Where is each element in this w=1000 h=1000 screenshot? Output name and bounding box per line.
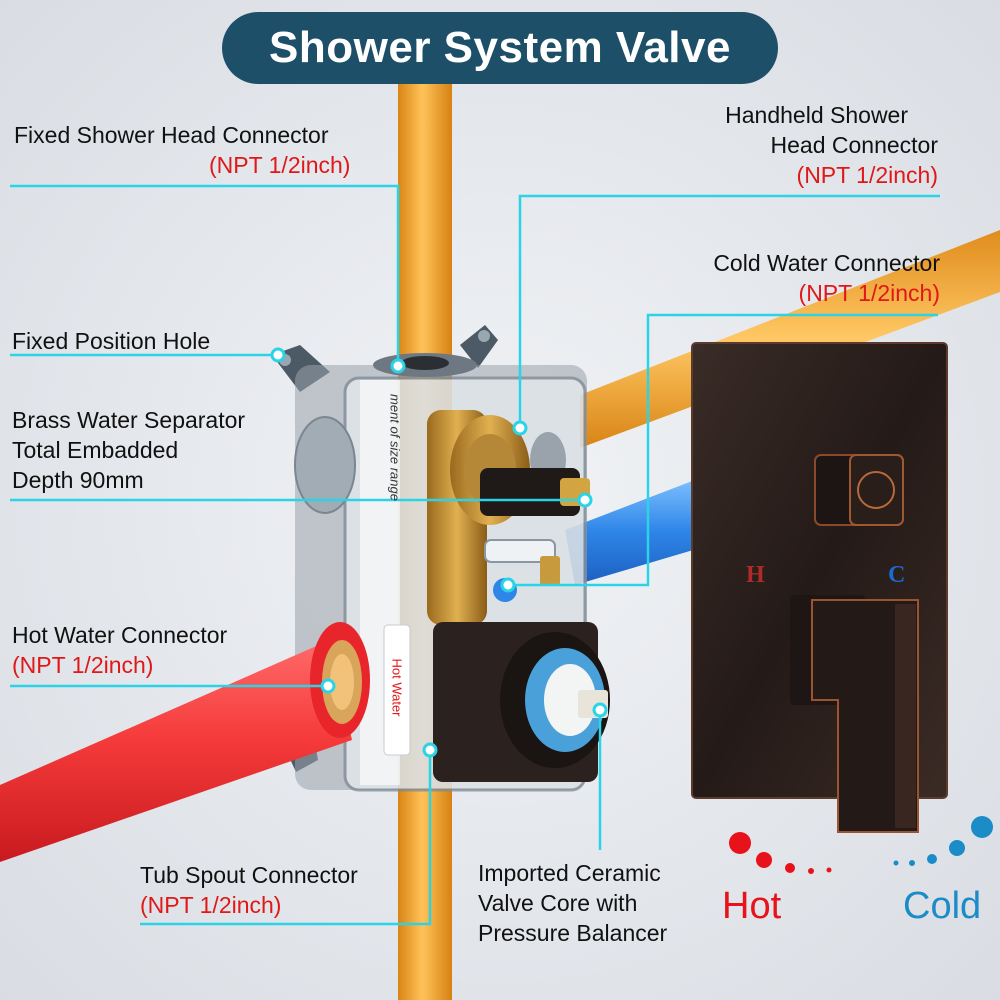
hot-pipe [0, 640, 352, 862]
label-handheld-line2: Head Connector [770, 132, 939, 158]
label-fixed-shower-head-name: Fixed Shower Head Connector [14, 122, 329, 148]
title-text: Shower System Valve [269, 23, 731, 72]
label-ceramic-line1: Imported Ceramic [478, 860, 661, 886]
label-brass-line1: Brass Water Separator [12, 407, 246, 433]
leader-tub [140, 750, 432, 926]
label-tub-spout: Tub Spout Connector (NPT 1/2inch) [140, 860, 358, 920]
leader-cold [510, 313, 938, 587]
hot-label: Hot [722, 885, 782, 927]
label-ceramic-line2: Valve Core with [478, 890, 638, 916]
label-tub-spec: (NPT 1/2inch) [140, 892, 282, 918]
label-brass-separator: Brass Water Separator Total Embadded Dep… [12, 405, 245, 495]
label-fixed-position-hole: Fixed Position Hole [12, 326, 210, 356]
label-cold-name: Cold Water Connector [713, 250, 940, 276]
lever-handle [811, 599, 919, 833]
sticker-hot-water-text: Hot Water [389, 658, 405, 717]
label-hot-name: Hot Water Connector [12, 622, 228, 648]
label-handheld-shower: Handheld Shower Head Connector (NPT 1/2i… [725, 100, 938, 190]
label-ceramic-line3: Pressure Balancer [478, 920, 668, 946]
label-handheld-spec: (NPT 1/2inch) [796, 162, 938, 188]
cold-label: Cold [903, 885, 982, 927]
leader-lines [10, 184, 940, 926]
label-cold-spec: (NPT 1/2inch) [798, 280, 940, 306]
cold-pipe [565, 478, 700, 585]
label-hot-water-connector: Hot Water Connector (NPT 1/2inch) [12, 620, 227, 680]
leader-fixed-head [10, 184, 400, 362]
diverter-stem [480, 468, 580, 516]
label-fixed-shower-head-spec: (NPT 1/2inch) [209, 152, 351, 178]
label-hot-spec: (NPT 1/2inch) [12, 652, 154, 678]
diagonal-pipe [580, 230, 1000, 448]
panel-letter-cold: C [888, 562, 906, 588]
label-tub-name: Tub Spout Connector [140, 862, 358, 888]
label-brass-line2: Total Embadded [12, 437, 179, 463]
title-banner: Shower System Valve [222, 12, 778, 84]
label-cold-water-connector: Cold Water Connector (NPT 1/2inch) [713, 248, 940, 308]
label-handheld-line1: Handheld Shower [725, 102, 908, 128]
panel-letter-hot: H [746, 562, 765, 588]
hot-dot [729, 832, 751, 854]
label-fixed-hole-name: Fixed Position Hole [12, 328, 211, 354]
label-ceramic-core: Imported Ceramic Valve Core with Pressur… [478, 858, 667, 948]
cold-dot [971, 816, 993, 838]
label-brass-line3: Depth 90mm [12, 467, 144, 493]
leader-handheld [518, 194, 940, 425]
label-fixed-shower-head: Fixed Shower Head Connector (NPT 1/2inch… [14, 120, 350, 180]
sticker-side-text: ment of size range [387, 394, 403, 501]
